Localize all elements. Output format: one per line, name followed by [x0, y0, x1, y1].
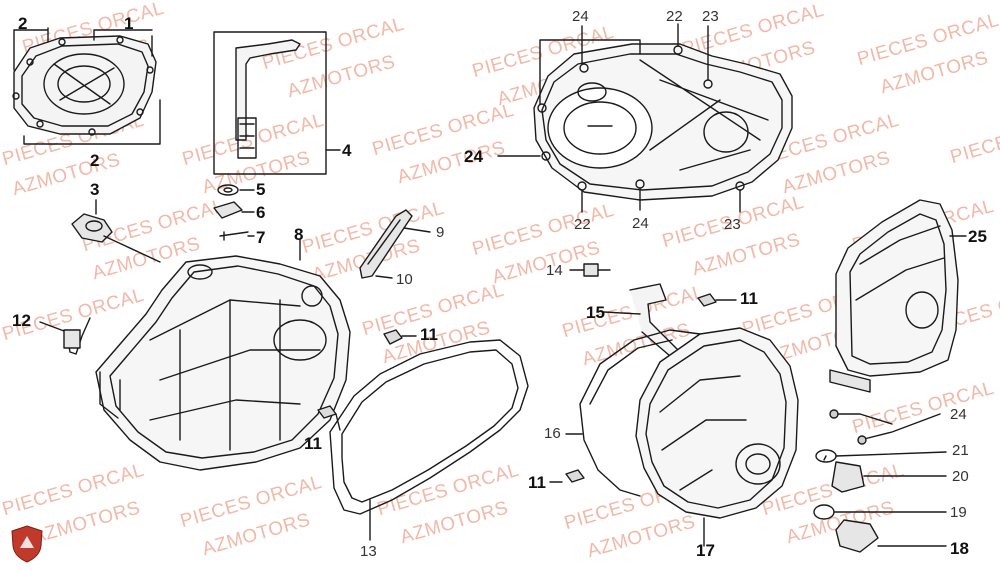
callout-label: 5: [256, 180, 266, 199]
part-4-frame: [213, 31, 327, 175]
part-11-clip: [565, 469, 585, 483]
part-11-clip: [383, 329, 403, 345]
callout-label: 18: [950, 539, 969, 558]
callout-label: 25: [968, 227, 987, 246]
callout-label: 4: [342, 141, 352, 160]
callout-label: 8: [294, 225, 304, 244]
part-3: [71, 199, 161, 263]
callout-label: 20: [952, 468, 969, 485]
callout-label: 24: [632, 215, 649, 232]
part-clutch-cover: [12, 27, 161, 145]
callout-label: 11: [420, 325, 438, 344]
parts-5-6-7: [213, 184, 255, 241]
callout-label: 6: [256, 203, 266, 222]
part-22-24-cover: [497, 23, 793, 213]
callout-label: 13: [360, 543, 377, 560]
callout-label: 2: [18, 14, 28, 33]
callout-label: 19: [950, 504, 967, 521]
callout-label: 10: [396, 271, 413, 288]
callout-label: 11: [740, 289, 758, 308]
callout-label: 17: [696, 541, 715, 560]
callout-label: 23: [702, 8, 719, 25]
callout-label: 2: [90, 151, 100, 170]
callout-label: 24: [950, 406, 967, 423]
callout-label: 9: [436, 224, 445, 241]
callout-label: 1: [124, 14, 134, 33]
callout-label: 3: [90, 180, 100, 199]
brand-shield-logo: [11, 525, 43, 563]
part-14: [569, 263, 611, 277]
part-11-clip: [697, 293, 717, 307]
callout-label: 24: [572, 8, 589, 25]
callout-label: 16: [544, 425, 561, 442]
part-15: [603, 283, 681, 357]
callout-label: 22: [574, 216, 591, 233]
parts-18-21: [813, 409, 947, 553]
callout-label: 24: [464, 147, 483, 166]
callout-label: 15: [586, 303, 605, 322]
part-9-10: [359, 209, 431, 279]
part-8-crankcase: [95, 239, 351, 471]
part-25-cover: [829, 199, 967, 393]
part-17-cover: [635, 327, 799, 547]
callout-label: 21: [952, 442, 969, 459]
callout-label: 22: [666, 8, 683, 25]
part-4-kick-lever: [235, 39, 341, 159]
callout-label: 23: [724, 216, 741, 233]
callout-label: 12: [12, 311, 31, 330]
part-12: [39, 317, 91, 355]
callout-label: 7: [256, 228, 266, 247]
callout-label: 11: [528, 473, 546, 492]
callout-label: 14: [546, 262, 563, 279]
part-13-gasket: [329, 339, 529, 541]
callout-label: 11: [304, 434, 322, 453]
